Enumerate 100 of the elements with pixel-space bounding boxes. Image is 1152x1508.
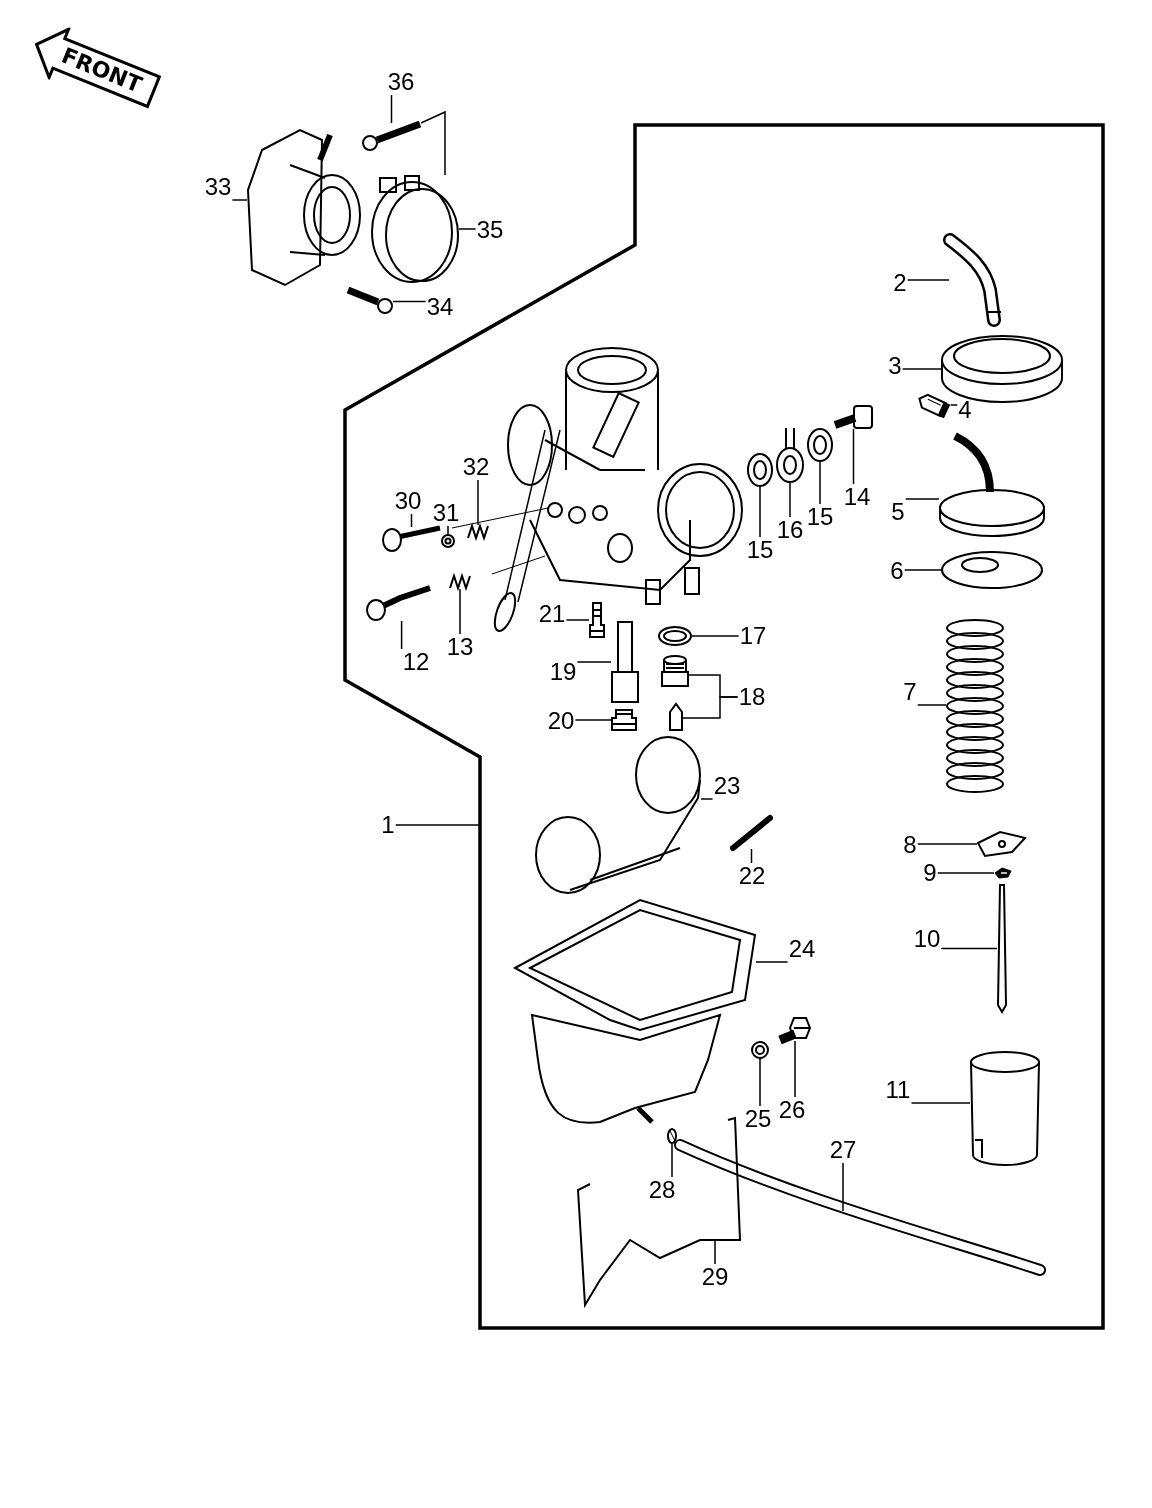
callout-number: 13 (445, 634, 475, 660)
leader-line (916, 843, 978, 845)
callout-number: 5 (890, 499, 906, 525)
pin-drawing (730, 815, 773, 851)
assembly-line (420, 110, 446, 176)
callout-number: 25 (743, 1106, 773, 1132)
leader-line (394, 824, 481, 826)
valve-seat-drawing (661, 655, 689, 687)
gasket-drawing (512, 898, 757, 1032)
callout-number: 14 (842, 484, 872, 510)
washer-drawing (747, 453, 773, 487)
callout-number: 15 (805, 504, 835, 530)
leader-line (916, 704, 947, 706)
leader-line (447, 525, 449, 535)
bolt-drawing (778, 1017, 812, 1045)
callout-number: 3 (887, 353, 903, 379)
leader-line (714, 1240, 716, 1265)
leader-line (852, 428, 855, 485)
float-drawing (535, 736, 701, 894)
leader-line (682, 696, 739, 719)
leader-line (565, 619, 590, 621)
callout-number: 17 (738, 623, 768, 649)
callout-number: 32 (461, 454, 491, 480)
leader-line (400, 620, 403, 650)
ring-nut-drawing (941, 335, 1063, 403)
leader-line (755, 961, 789, 963)
leader-line (458, 228, 477, 230)
jet-drawing (611, 709, 637, 731)
callout-number: 19 (548, 659, 578, 685)
washer-drawing (751, 1041, 769, 1059)
callout-number: 1 (380, 812, 396, 838)
callout-number: 7 (902, 679, 918, 705)
callout-number: 2 (892, 270, 908, 296)
callout-number: 16 (775, 517, 805, 543)
callout-number: 12 (401, 649, 431, 675)
leader-line (819, 461, 821, 505)
callout-number: 36 (386, 69, 416, 95)
jet-drawing (589, 602, 605, 638)
screw-drawing (366, 585, 433, 621)
spring-drawing (467, 522, 489, 542)
leader-line (459, 588, 461, 635)
callout-number: 20 (546, 708, 576, 734)
leader-line (700, 798, 714, 800)
leader-line (231, 199, 248, 201)
hose-clamp-drawing (371, 175, 459, 283)
leader-line (392, 300, 427, 303)
leader-line (906, 279, 950, 281)
callout-number: 33 (203, 174, 233, 200)
spring-drawing (449, 572, 471, 592)
callout-number: 27 (828, 1137, 858, 1163)
leader-line (910, 1102, 971, 1104)
screw-drawing (382, 525, 441, 552)
washer-drawing (807, 428, 833, 462)
washer-drawing (441, 534, 455, 548)
retainer-drawing (976, 830, 1027, 858)
jet-drawing (611, 621, 639, 703)
screw-drawing (362, 120, 422, 151)
leader-line (671, 1143, 673, 1178)
leader-line (949, 404, 959, 406)
coil-spring-drawing (946, 619, 1004, 793)
callout-number: 30 (393, 488, 423, 514)
leader-line (901, 368, 942, 370)
clip-drawing (994, 867, 1012, 879)
callout-number: 8 (902, 832, 918, 858)
callout-number: 31 (431, 500, 461, 526)
callout-number: 4 (957, 397, 973, 423)
callout-number: 18 (737, 684, 767, 710)
leader-line (576, 661, 612, 663)
top-cap-drawing (939, 432, 1045, 537)
intake-manifold-drawing (247, 128, 361, 287)
leader-line (390, 94, 393, 124)
callout-number: 21 (537, 601, 567, 627)
tube-drawing (576, 1116, 742, 1309)
callout-number: 24 (787, 936, 817, 962)
leader-line (410, 513, 413, 528)
callout-number: 9 (922, 860, 938, 886)
callout-number: 35 (475, 217, 505, 243)
leader-line (691, 635, 740, 637)
leader-line (904, 498, 940, 500)
o-ring-drawing (658, 626, 692, 646)
cap-drawing (918, 393, 951, 419)
callout-number: 22 (737, 863, 767, 889)
plate-drawing (941, 551, 1043, 589)
leader-line (477, 479, 479, 526)
callout-number: 15 (745, 537, 775, 563)
hose-drawing (943, 233, 1002, 327)
leader-line (842, 1162, 844, 1212)
leader-line (574, 719, 612, 721)
leader-line (936, 872, 995, 874)
leader-line (903, 569, 942, 571)
slide-drawing (970, 1051, 1040, 1166)
callout-number: 23 (712, 773, 742, 799)
leader-line (750, 848, 753, 864)
callout-number: 10 (912, 926, 942, 952)
callout-number: 29 (700, 1264, 730, 1290)
needle-valve-drawing (669, 702, 683, 731)
leader-line (759, 486, 761, 538)
screw-drawing (346, 286, 393, 314)
bolt-drawing (833, 405, 873, 429)
callout-number: 34 (425, 294, 455, 320)
